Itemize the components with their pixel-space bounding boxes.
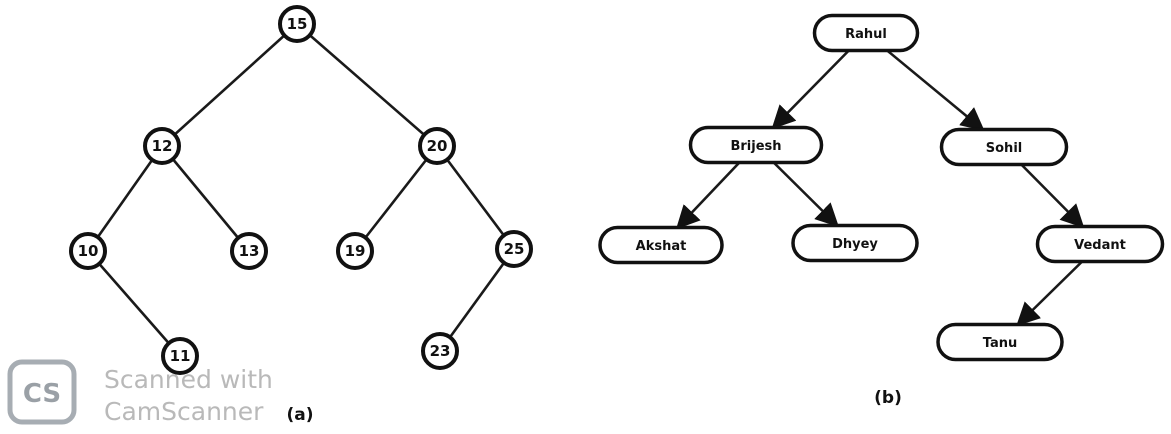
node-pill xyxy=(1035,224,1165,264)
edge-vedant-tanu xyxy=(1016,260,1084,327)
node-circle xyxy=(69,232,107,270)
tree-a-nodes: 15 12 20 10 13 19 25 11 23 xyxy=(69,5,533,375)
node-label: 13 xyxy=(239,242,260,260)
camscanner-watermark: CS Scanned with CamScanner xyxy=(7,359,273,426)
tree-b-node-vedant: Vedant xyxy=(1035,224,1165,264)
edge-brijesh-akshat xyxy=(676,161,741,230)
node-circle xyxy=(418,127,456,165)
tree-b-node-dhyey: Dhyey xyxy=(791,223,919,263)
node-label: Brijesh xyxy=(730,139,781,154)
node-label: 10 xyxy=(78,242,99,260)
edge-n15-n20 xyxy=(296,23,438,147)
node-label: 11 xyxy=(170,347,191,365)
tree-b-node-tanu: Tanu xyxy=(936,322,1064,362)
tree-a-node-20: 20 xyxy=(418,127,456,165)
tree-b-node-rahul: Rahul xyxy=(812,13,920,53)
node-label: 23 xyxy=(430,342,451,360)
node-label: Rahul xyxy=(845,27,887,42)
node-label: 25 xyxy=(504,240,525,258)
tree-a-node-13: 13 xyxy=(230,232,268,270)
node-label: Sohil xyxy=(986,141,1022,156)
watermark-line-2: CamScanner xyxy=(104,397,264,426)
edge-n20-n25 xyxy=(435,145,516,250)
edge-rahul-brijesh xyxy=(771,49,850,130)
edge-n20-n19 xyxy=(353,145,439,252)
node-label: 15 xyxy=(287,15,308,33)
node-label: 20 xyxy=(427,137,448,155)
tree-b-edges xyxy=(676,49,1085,327)
node-pill xyxy=(688,125,824,165)
node-label: Tanu xyxy=(983,336,1017,351)
edge-n25-n23 xyxy=(438,248,516,352)
node-circle xyxy=(336,232,374,270)
node-circle xyxy=(278,5,316,43)
tree-a-edges xyxy=(86,23,516,357)
edge-n10-n11 xyxy=(87,250,181,357)
tree-b-node-sohil: Sohil xyxy=(939,127,1069,167)
tree-a-node-12: 12 xyxy=(143,127,181,165)
tree-b-node-brijesh: Brijesh xyxy=(688,125,824,165)
caption-a: (a) xyxy=(286,405,313,425)
edge-sohil-vedant xyxy=(1020,163,1085,229)
edge-n15-n12 xyxy=(161,23,298,147)
node-label: Vedant xyxy=(1074,238,1126,253)
caption-b: (b) xyxy=(874,388,902,408)
node-pill xyxy=(939,127,1069,167)
edge-n12-n10 xyxy=(86,145,164,252)
tree-a-node-10: 10 xyxy=(69,232,107,270)
node-circle xyxy=(161,337,199,375)
watermark-line-1: Scanned with xyxy=(104,365,273,394)
node-label: Dhyey xyxy=(832,237,878,252)
node-pill xyxy=(598,225,724,265)
node-pill xyxy=(812,13,920,53)
tree-a-node-25: 25 xyxy=(495,230,533,268)
node-label: 12 xyxy=(152,137,173,155)
camscanner-logo-frame xyxy=(7,359,77,425)
node-label: Akshat xyxy=(636,239,687,254)
tree-b-node-akshat: Akshat xyxy=(598,225,724,265)
tree-a-node-11: 11 xyxy=(161,337,199,375)
node-circle xyxy=(230,232,268,270)
tree-a-node-23: 23 xyxy=(421,332,459,370)
tree-a-node-19: 19 xyxy=(336,232,374,270)
edge-brijesh-dhyey xyxy=(772,161,839,228)
node-circle xyxy=(495,230,533,268)
node-label: 19 xyxy=(345,242,366,260)
tree-a-node-15: 15 xyxy=(278,5,316,43)
node-circle xyxy=(421,332,459,370)
edge-n12-n13 xyxy=(160,145,251,252)
node-pill xyxy=(936,322,1064,362)
camscanner-logo: CS xyxy=(23,379,61,409)
node-pill xyxy=(791,223,919,263)
node-circle xyxy=(143,127,181,165)
edge-rahul-sohil xyxy=(886,49,985,131)
